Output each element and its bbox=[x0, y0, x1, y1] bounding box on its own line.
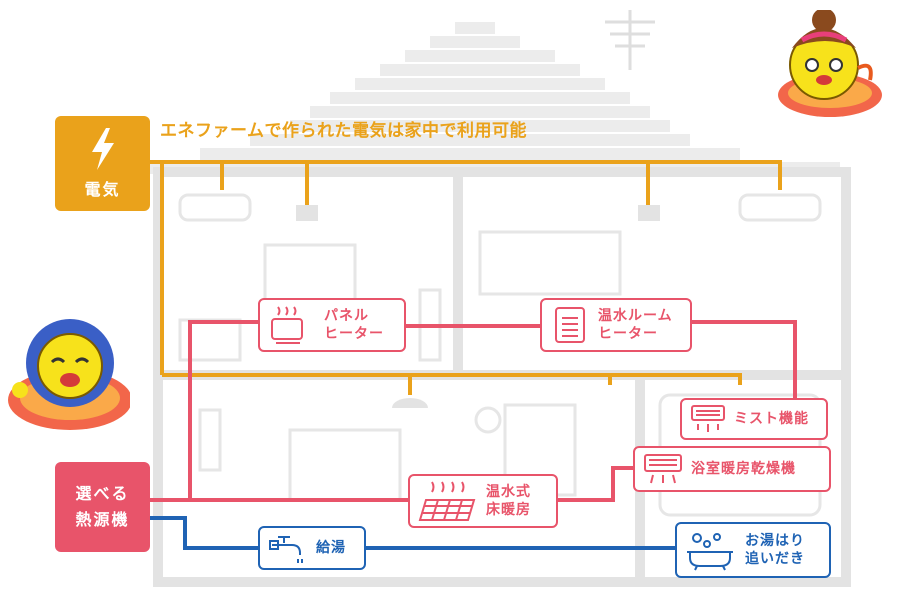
bath-refill-line2: 追いだき bbox=[745, 551, 805, 567]
room-heater-line2: ヒーター bbox=[598, 326, 658, 342]
lion-mascot-pink bbox=[778, 10, 882, 117]
room-heater-line1: 温水ルーム bbox=[598, 308, 673, 324]
room-heater-icon bbox=[555, 307, 585, 343]
hot-water-label: 給湯 bbox=[316, 540, 346, 556]
panel-heater-line1: パネル bbox=[324, 308, 369, 324]
floor-heating-icon bbox=[418, 481, 476, 521]
mist-icon bbox=[691, 405, 725, 432]
heat-source-line1: 選べる bbox=[75, 484, 130, 503]
floor-heating-box: 温水式 床暖房 bbox=[408, 474, 558, 528]
heat-source-line2: 熱源機 bbox=[75, 510, 130, 529]
panel-heater-box: パネル ヒーター bbox=[258, 298, 406, 352]
heat-source-box: 選べる 熱源機 bbox=[55, 462, 150, 552]
bathtub-icon bbox=[687, 533, 733, 571]
bath-refill-box: お湯はり 追いだき bbox=[675, 522, 831, 578]
bath-dryer-icon bbox=[644, 454, 682, 484]
panel-heater-icon bbox=[271, 306, 303, 344]
bath-dryer-label: 浴室暖房乾燥機 bbox=[691, 461, 796, 477]
electric-source-box: 電気 bbox=[55, 116, 150, 211]
floor-heating-line2: 床暖房 bbox=[486, 502, 531, 518]
bath-refill-line1: お湯はり bbox=[745, 533, 805, 549]
headline: エネファームで作られた電気は家中で利用可能 bbox=[160, 121, 527, 141]
panel-heater-line2: ヒーター bbox=[324, 326, 384, 342]
electric-source-label: 電気 bbox=[84, 179, 121, 199]
faucet-icon bbox=[269, 536, 303, 563]
lightning-bolt-icon bbox=[91, 127, 114, 170]
room-heater-box: 温水ルーム ヒーター bbox=[540, 298, 692, 352]
mist-box: ミスト機能 bbox=[680, 398, 828, 440]
lion-mascot-blue bbox=[8, 319, 130, 430]
hot-water-box: 給湯 bbox=[258, 526, 366, 570]
bath-dryer-box: 浴室暖房乾燥機 bbox=[633, 446, 831, 492]
floor-heating-line1: 温水式 bbox=[486, 484, 531, 500]
mist-label: ミスト機能 bbox=[734, 411, 809, 427]
